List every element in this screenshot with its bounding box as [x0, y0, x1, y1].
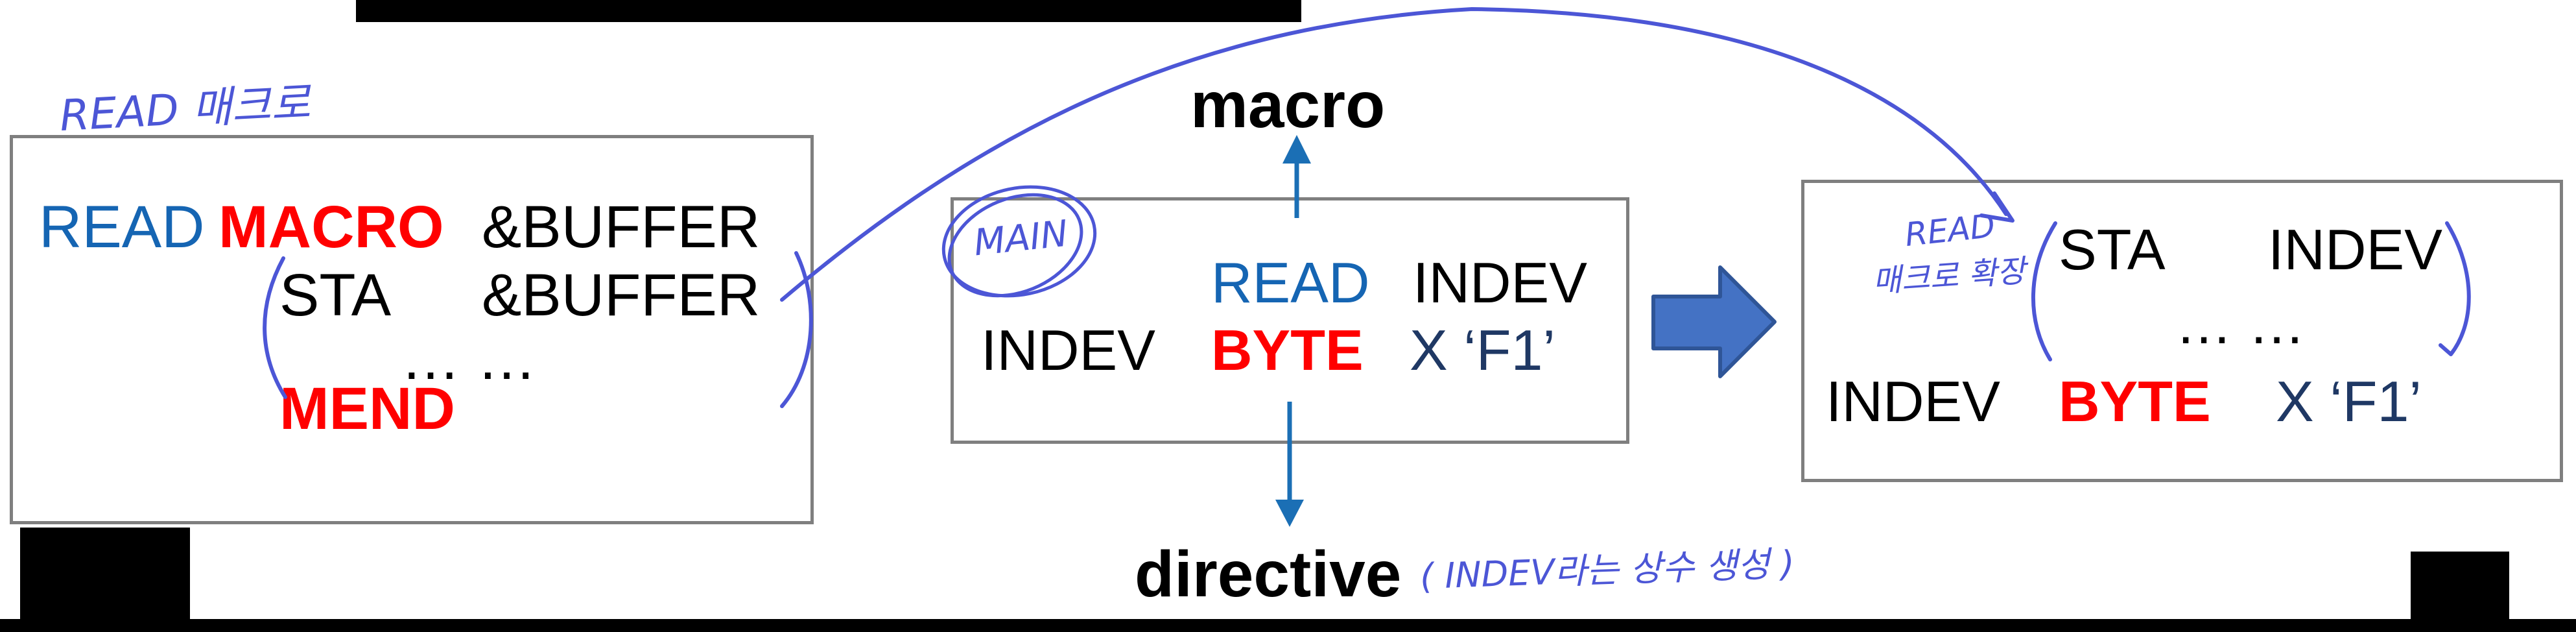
left-line1-operand: &BUFFER — [482, 194, 761, 260]
bottom-left-black-rect — [20, 528, 190, 620]
directive-label: directive — [1135, 538, 1402, 611]
mid-line2-operand: X ‘F1’ — [1410, 318, 1555, 382]
macro-label: macro — [1190, 69, 1386, 141]
bottom-right-black-rect — [2411, 552, 2509, 620]
handwritten-directive-note: ( INDEV라는 상수 생성 ) — [1419, 542, 1795, 598]
macro-definition-box — [10, 135, 814, 524]
right-line3-operand: X ‘F1’ — [2276, 369, 2422, 433]
right-line3-opcode: BYTE — [2059, 369, 2211, 433]
right-ellipsis: … … — [2175, 291, 2306, 356]
right-line1-operand: INDEV — [2268, 217, 2442, 282]
left-ellipsis: … … — [401, 326, 537, 392]
handwritten-left-box-title: READ 매크로 — [58, 77, 312, 141]
left-line1-label: READ — [39, 194, 205, 260]
mid-line1-opcode: READ — [1211, 250, 1370, 315]
right-line3-label: INDEV — [1826, 369, 2000, 433]
left-line4-opcode: MEND — [279, 376, 455, 442]
handwritten-expansion-line1: READ — [1903, 206, 1997, 254]
bottom-black-strip — [0, 619, 2576, 632]
left-line2-opcode: STA — [279, 262, 392, 328]
left-line1-opcode: MACRO — [219, 194, 444, 260]
mid-line2-label: INDEV — [981, 318, 1155, 382]
handwritten-main-label: MAIN — [971, 212, 1070, 265]
expansion-block-arrow — [1651, 265, 1777, 378]
right-line1-opcode: STA — [2059, 217, 2166, 282]
mid-line2-opcode: BYTE — [1211, 318, 1364, 382]
mid-line1-operand: INDEV — [1413, 250, 1587, 315]
top-black-bar — [356, 0, 1301, 22]
left-line2-operand: &BUFFER — [482, 262, 761, 328]
